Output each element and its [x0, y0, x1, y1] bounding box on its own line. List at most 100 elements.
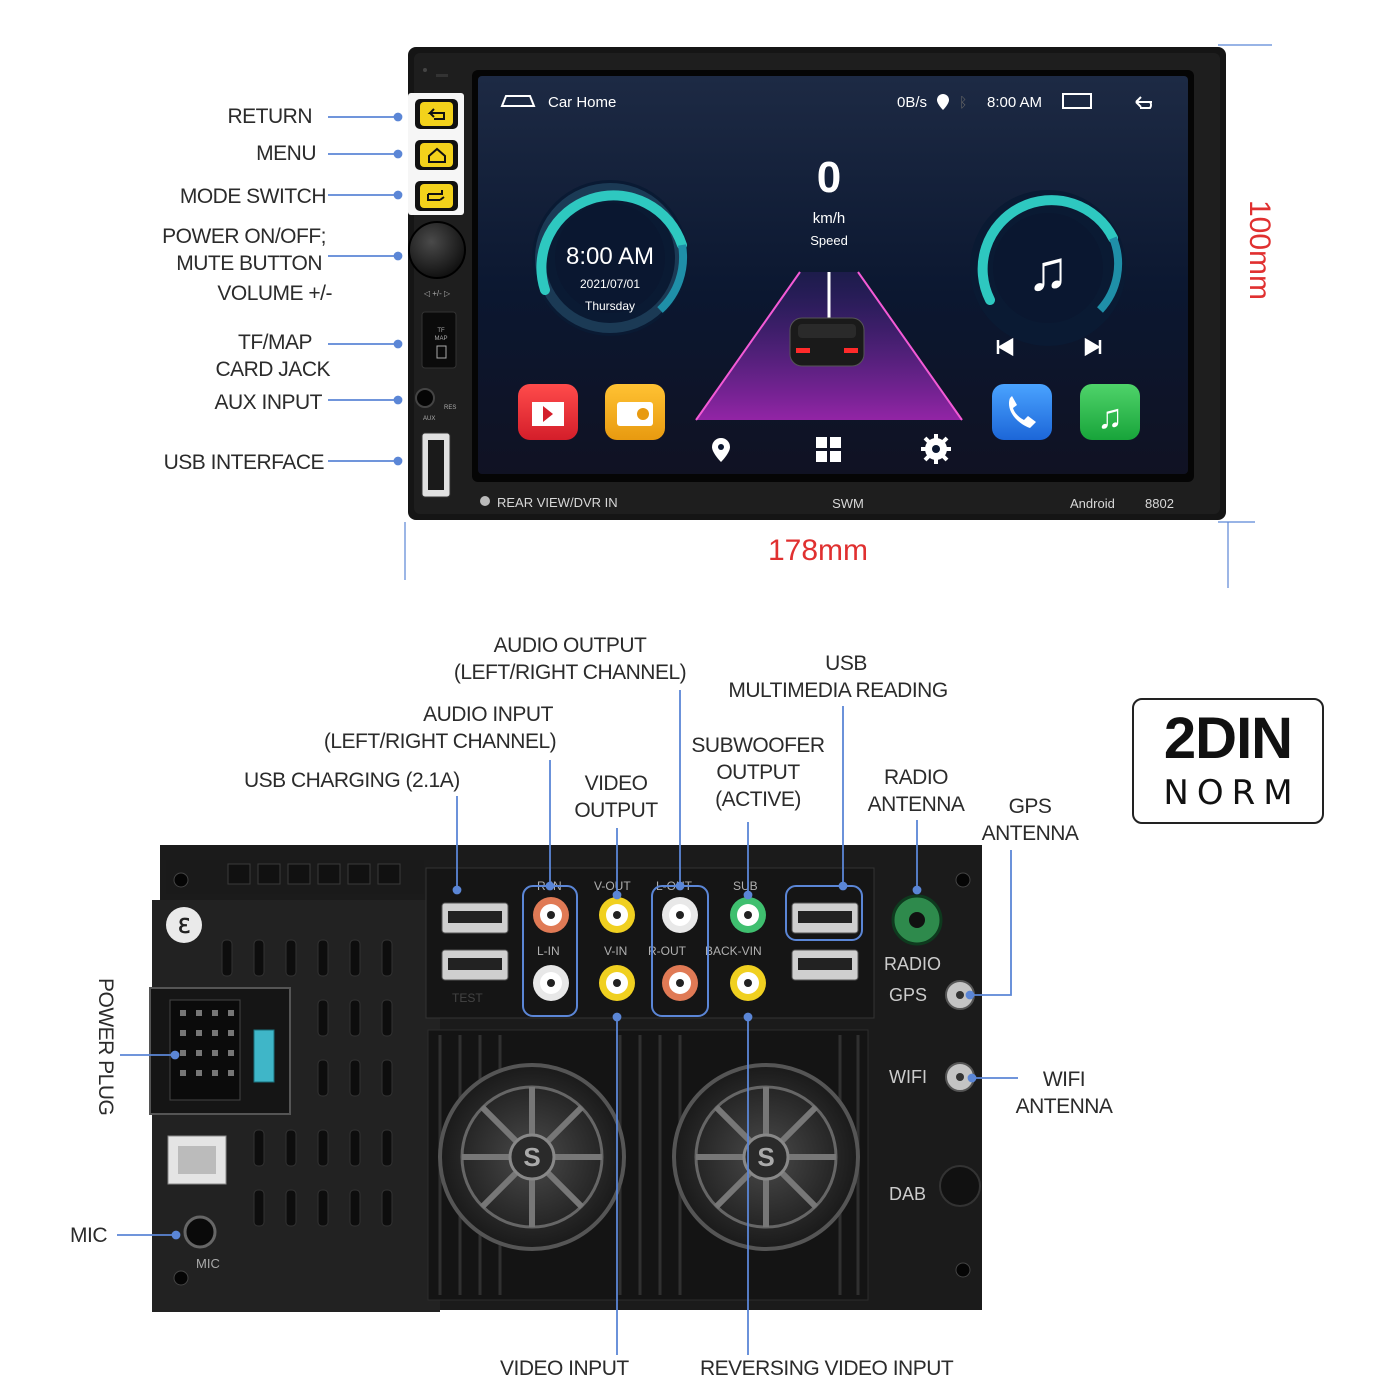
os-label: Android — [1070, 496, 1115, 511]
screen-title: Car Home — [548, 94, 616, 111]
return-label: RETURN — [227, 105, 313, 128]
clock-time: 8:00 AM — [566, 243, 654, 270]
music-app-icon[interactable] — [1080, 384, 1140, 440]
mic-dot — [480, 496, 490, 506]
gear-icon[interactable] — [921, 434, 951, 464]
reversing-video-label: REVERSING VIDEO INPUT — [700, 1357, 954, 1380]
return-icon — [427, 108, 445, 120]
speed-value: 0 — [817, 153, 841, 202]
video-output-label-1: VIDEO — [584, 772, 648, 795]
wifi-antenna-label-1: WIFI — [1042, 1068, 1086, 1091]
wifi-antenna-label-2: ANTENNA — [1015, 1095, 1113, 1118]
aux-small-label: AUX — [423, 416, 435, 422]
net-speed: 0B/s — [897, 94, 927, 111]
next-track-icon[interactable] — [1084, 337, 1102, 357]
mode-icon — [427, 190, 445, 201]
cooling-fan-left: S — [438, 1063, 626, 1251]
usb-multimedia-label-2: MULTIMEDIA READING — [728, 679, 948, 702]
subwoofer-label-1: SUBWOOFER — [691, 734, 825, 757]
dock — [712, 434, 951, 464]
power-plug-label: POWER PLUG — [94, 978, 117, 1116]
clock-widget[interactable]: 8:00 AM 2021/07/01 Thursday — [532, 180, 688, 336]
back-callouts — [117, 690, 1018, 1355]
status-time: 8:00 AM — [987, 94, 1042, 111]
volume-knob[interactable] — [408, 221, 466, 279]
rear-view-label: REAR VIEW/DVR IN — [497, 495, 618, 510]
aux-label: AUX INPUT — [214, 391, 322, 414]
location-icon — [937, 94, 949, 110]
clock-day: Thursday — [585, 299, 635, 313]
back-unit: ℇ MIC TEST R-IN V-OUT L-OUT SUB — [117, 690, 1018, 1355]
side-button-panel — [408, 93, 464, 215]
wifi-print: WIFI — [889, 1067, 927, 1087]
res-small-label: RES — [444, 405, 456, 411]
knob-marks: ◁ +/- ▷ — [424, 289, 451, 298]
gps-antenna-label-2: ANTENNA — [981, 822, 1079, 845]
power-label-1: POWER ON/OFF; — [162, 225, 326, 248]
audio-output-label-2: (LEFT/RIGHT CHANNEL) — [453, 661, 687, 684]
music-note-icon: ♫ — [1027, 239, 1069, 302]
usb-charging-label: USB CHARGING (2.1A) — [244, 769, 460, 792]
dab-socket[interactable] — [939, 1165, 981, 1207]
card-label-map: MAP — [434, 336, 447, 342]
2din-badge: 2DIN NORM — [1132, 698, 1324, 824]
sub-print: SUB — [733, 879, 758, 893]
dab-print: DAB — [889, 1184, 926, 1204]
radio-antenna-label-1: RADIO — [883, 766, 949, 789]
tf-card-slot[interactable] — [421, 311, 457, 369]
video-input-label: VIDEO INPUT — [500, 1357, 629, 1380]
tf-label-2: CARD JACK — [215, 358, 330, 381]
v-out-print: V-OUT — [594, 879, 631, 893]
r-out-print: R-OUT — [648, 944, 687, 958]
svg-text:S: S — [757, 1142, 774, 1172]
width-dimension: 178mm — [768, 534, 869, 567]
usb-multimedia-ports[interactable] — [791, 902, 859, 981]
height-dimension: 100mm — [1243, 200, 1276, 301]
aux-jack[interactable] — [415, 388, 435, 408]
grid-icon[interactable] — [816, 437, 841, 462]
speed-unit: km/h — [813, 210, 846, 227]
music-widget[interactable]: ♫ — [970, 190, 1126, 357]
mic-label: MIC — [70, 1224, 108, 1247]
clock-date: 2021/07/01 — [580, 277, 640, 291]
back-vin-print: BACK-VIN — [705, 944, 762, 958]
usb-interface-label: USB INTERFACE — [163, 451, 325, 474]
home-icon — [428, 147, 446, 163]
audio-input-label-2: (LEFT/RIGHT CHANNEL) — [323, 730, 557, 753]
cooling-fan-right: S — [672, 1063, 860, 1251]
usb-multimedia-label-1: USB — [825, 652, 867, 675]
video-output-label-2: OUTPUT — [574, 799, 658, 822]
usb-charging-ports[interactable] — [441, 902, 509, 981]
car-home-icon[interactable] — [500, 95, 536, 107]
phone-app-icon[interactable] — [992, 384, 1052, 440]
back-icon[interactable] — [1135, 96, 1152, 109]
speed-widget: 0 km/h Speed — [695, 153, 963, 421]
badge-line-1: 2DIN — [1163, 706, 1293, 771]
l-in-print: L-IN — [537, 944, 560, 958]
gps-antenna-label-1: GPS — [1008, 795, 1052, 818]
bluetooth-icon: ᛒ — [959, 94, 967, 110]
card-label-tf: TF — [437, 328, 445, 334]
test-print: TEST — [452, 991, 483, 1005]
gps-print: GPS — [889, 985, 927, 1005]
mic-jack[interactable] — [183, 1215, 217, 1249]
front-callouts — [328, 112, 403, 466]
subwoofer-label-3: (ACTIVE) — [715, 788, 801, 811]
dimension-guides — [404, 44, 1272, 588]
v-in-print: V-IN — [604, 944, 627, 958]
app-row: ♫ — [518, 384, 1140, 440]
mic-print: MIC — [196, 1256, 220, 1271]
antenna-panel: RADIO GPS WIFI DAB — [884, 894, 981, 1207]
recent-apps-icon[interactable] — [1062, 93, 1092, 109]
rca-jacks[interactable] — [533, 897, 766, 1001]
audio-input-label-1: AUDIO INPUT — [423, 703, 553, 726]
prev-track-icon[interactable] — [996, 337, 1014, 357]
power-label-2: MUTE BUTTON — [176, 252, 322, 275]
menu-label: MENU — [256, 142, 316, 165]
svg-text:ℇ: ℇ — [178, 916, 190, 938]
mode-switch-label: MODE SWITCH — [179, 185, 327, 208]
speed-label: Speed — [810, 233, 848, 248]
subwoofer-label-2: OUTPUT — [716, 761, 800, 784]
svg-text:S: S — [523, 1142, 540, 1172]
ce-logo-icon — [166, 907, 202, 943]
